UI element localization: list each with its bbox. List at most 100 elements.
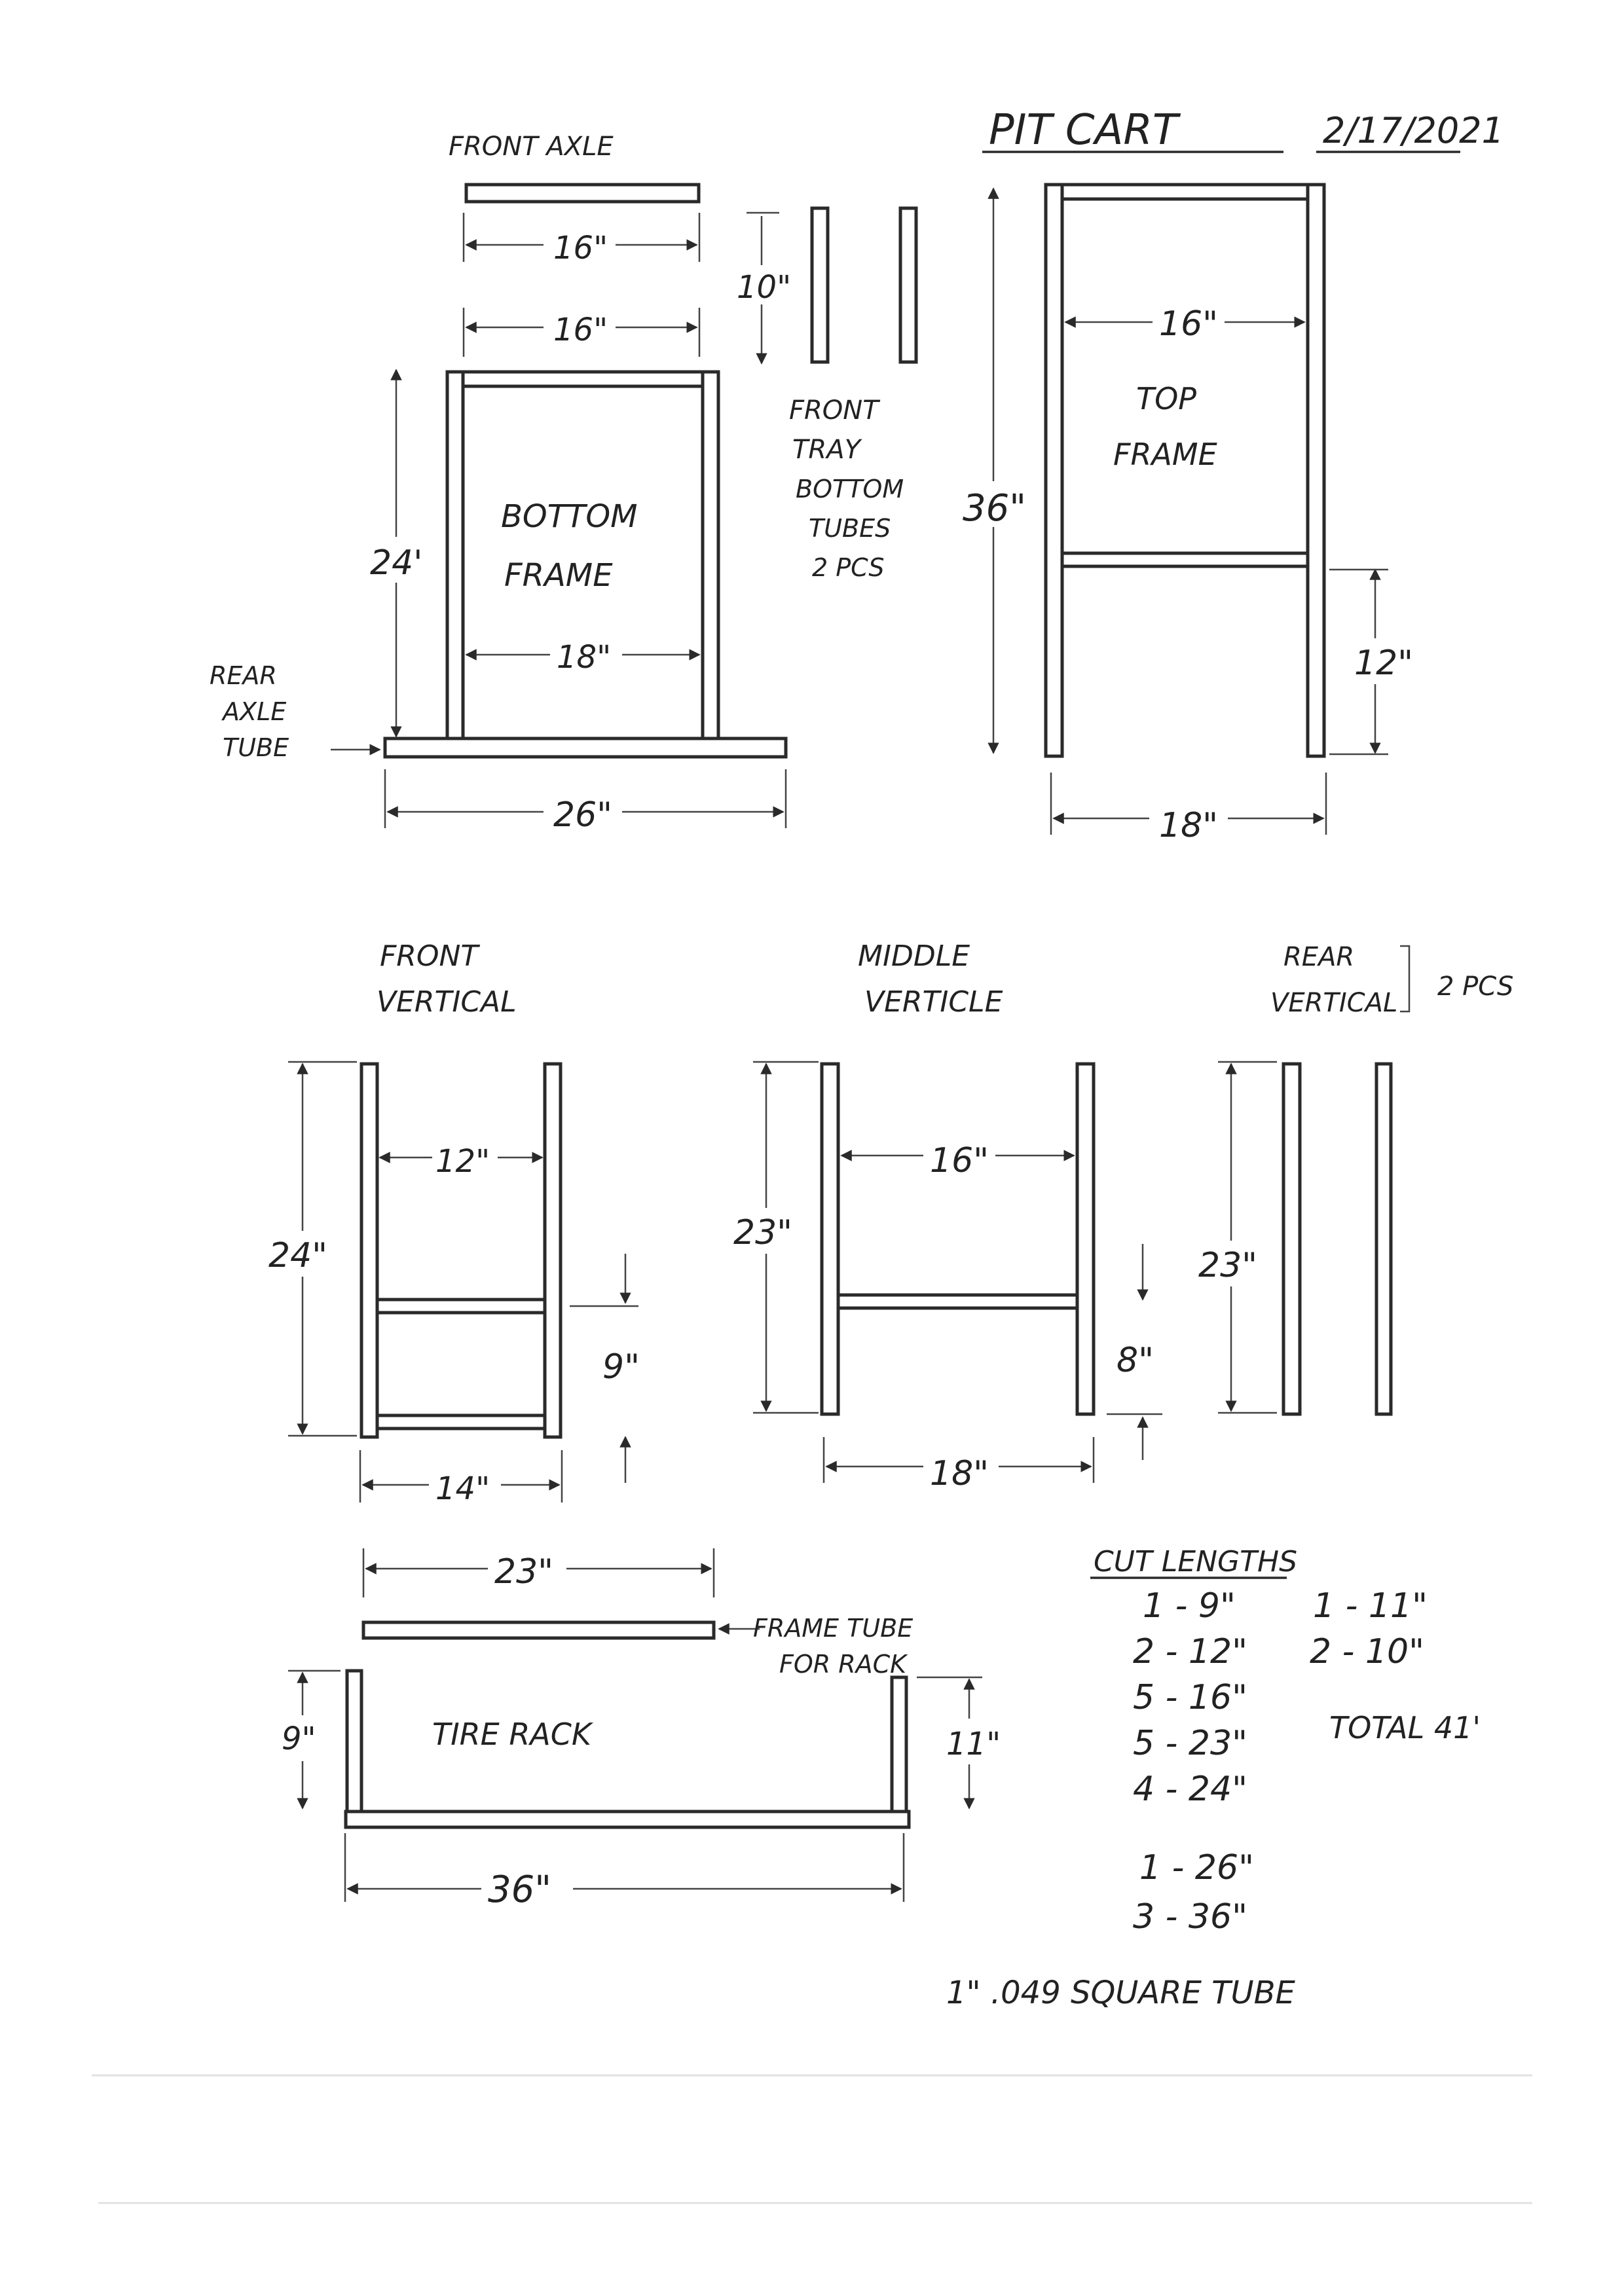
bottom-frame-axle-bg [544, 792, 622, 835]
front-tray-label-line-5: 2 PCS [812, 553, 885, 582]
rear-axle-label-line-1: REAR [210, 661, 277, 690]
front-vertical-dim-cross: 9" [602, 1347, 640, 1387]
front-tray-dim-bg [733, 265, 792, 304]
tire-rack-dim-right: 11" [946, 1726, 1001, 1762]
top-frame-group: 16" TOP FRAME 36" 12" 18" [959, 183, 1421, 845]
rear-vertical-height-bg [1195, 1241, 1267, 1286]
rear-vertical-label-line-2: VERTICAL [1270, 988, 1397, 1018]
front-vertical-dim-width: 14" [435, 1470, 490, 1507]
middle-vertical-label-line-1: MIDDLE [858, 939, 970, 973]
cut-row-2-b: 2 - 10" [1310, 1632, 1424, 1671]
bottom-frame-dim-height: 24' [370, 543, 422, 583]
middle-vertical-left-post [820, 1062, 840, 1416]
middle-vertical-dim-height: 23" [733, 1213, 792, 1252]
front-axle-group: FRONT AXLE 16" 16" [449, 132, 701, 357]
middle-vertical-dim-width: 18" [930, 1454, 989, 1493]
top-frame-top-tube [1060, 183, 1310, 201]
tire-rack-right-bg [943, 1719, 1005, 1764]
bottom-frame-left-rail [445, 370, 465, 740]
top-frame-cross-tube [1060, 551, 1310, 568]
bottom-frame-inner-bg [550, 635, 622, 674]
top-frame-width-bg [1149, 799, 1228, 845]
top-frame-label-line-1: TOP [1136, 381, 1196, 416]
top-frame-left-rail [1044, 183, 1064, 758]
top-frame-dim-height: 36" [963, 487, 1026, 530]
front-axle-dim-bg [544, 226, 616, 265]
cut-row-5-a: 4 - 24" [1133, 1770, 1247, 1809]
front-axle-dim-bottom: 16" [553, 312, 608, 348]
frame-tube-dim-length: 23" [494, 1552, 553, 1592]
top-frame-dim-cross: 12" [1354, 644, 1413, 683]
top-frame-inner-bg [1153, 298, 1225, 344]
front-vertical-right-post [543, 1062, 563, 1439]
front-vertical-dim-inner: 12" [435, 1143, 490, 1180]
tire-rack-right-post [890, 1675, 908, 1813]
top-frame-dim-width: 18" [1159, 806, 1218, 845]
front-axle-dim-bg-2 [544, 308, 616, 347]
cut-row-1-a: 1 - 9" [1143, 1586, 1236, 1626]
front-axle-tube [464, 183, 701, 204]
cut-row-7-a: 3 - 36" [1133, 1897, 1247, 1937]
bottom-frame-height-bg [367, 537, 439, 583]
middle-vertical-height-bg [730, 1208, 802, 1254]
front-vertical-group: FRONT VERTICAL 12" 24" 9" 14" [265, 939, 640, 1507]
frame-tube-label-line-1: FRAME TUBE [753, 1614, 913, 1643]
title: PIT CART [989, 106, 1181, 155]
cut-row-1-b: 1 - 11" [1313, 1586, 1428, 1626]
cut-row-4-b: TOTAL 41' [1329, 1710, 1481, 1745]
front-vertical-label-line-1: FRONT [380, 939, 480, 973]
cut-lengths-heading: CUT LENGTHS [1094, 1545, 1297, 1578]
bottom-frame-label-line-1: BOTTOM [501, 498, 638, 535]
tire-rack-dim-length: 36" [488, 1868, 551, 1911]
front-vertical-cross-tube [375, 1298, 547, 1315]
cut-lengths-group: CUT LENGTHS 1 - 9" 1 - 11" 2 - 12" 2 - 1… [946, 1545, 1481, 2011]
middle-vertical-dim-inner: 16" [930, 1141, 989, 1180]
bottom-frame-right-rail [701, 370, 720, 740]
front-axle-dim-top: 16" [553, 230, 608, 266]
cut-row-4-a: 5 - 23" [1133, 1724, 1247, 1763]
front-vertical-dim-height: 24" [268, 1236, 327, 1275]
rear-vertical-post-1 [1282, 1062, 1302, 1416]
material-note: 1" .049 SQUARE TUBE [946, 1975, 1296, 2011]
front-vertical-left-post [360, 1062, 379, 1439]
front-vertical-bottom-tube [375, 1413, 547, 1430]
middle-vertical-right-post [1075, 1062, 1096, 1416]
top-frame-label-line-2: FRAME [1113, 437, 1217, 472]
bottom-frame-group: 24' BOTTOM FRAME 18" 26" REAR AXLE TUBE [210, 369, 788, 835]
rear-vertical-post-2 [1375, 1062, 1393, 1416]
date: 2/17/2021 [1323, 110, 1504, 151]
front-tray-label-line-3: BOTTOM [796, 475, 904, 503]
middle-vertical-group: MIDDLE VERTICLE 16" 23" 8" 18" [730, 939, 1162, 1493]
front-vertical-width-bg [429, 1463, 501, 1506]
middle-vertical-label-line-2: VERTICLE [864, 985, 1003, 1019]
front-tray-label-line-1: FRONT [789, 395, 881, 426]
bottom-frame-dim-axle: 26" [553, 795, 612, 835]
middle-vertical-cross-tube [836, 1293, 1079, 1310]
rear-axle-label-line-2: AXLE [221, 697, 286, 726]
bottom-frame-dim-inner: 18" [557, 639, 611, 676]
top-frame-right-rail [1306, 183, 1326, 758]
middle-vertical-dim-cross: 8" [1116, 1341, 1154, 1380]
tire-rack-left-post [345, 1669, 363, 1813]
front-tray-tube-1 [810, 206, 830, 364]
front-vertical-height-bg [265, 1231, 337, 1277]
middle-vertical-inner-bg [923, 1136, 995, 1178]
middle-vertical-width-bg [923, 1447, 999, 1489]
top-frame-height-bg [959, 481, 1038, 527]
top-frame-cross-bg [1349, 638, 1421, 684]
cut-row-3-a: 5 - 16" [1133, 1678, 1247, 1717]
rear-vertical-label-line-1: REAR [1283, 942, 1354, 972]
frame-tube-dim-bg [488, 1548, 566, 1591]
tire-rack-dim-left: 9" [282, 1721, 316, 1757]
front-axle-label: FRONT AXLE [449, 132, 614, 162]
rear-vertical-bracket [1400, 945, 1411, 1013]
front-tray-label-line-4: TUBES [809, 514, 891, 543]
tire-rack-left-bg [278, 1715, 331, 1761]
frame-tube-group: 23" FRAME TUBE FOR RACK [361, 1548, 913, 1679]
tire-rack-base-tube [344, 1810, 911, 1829]
frame-tube-piece [361, 1620, 716, 1640]
rear-vertical-count: 2 PCS [1437, 972, 1513, 1002]
rear-vertical-dim-height: 23" [1198, 1246, 1257, 1285]
front-tray-label-line-2: TRAY [792, 435, 863, 465]
